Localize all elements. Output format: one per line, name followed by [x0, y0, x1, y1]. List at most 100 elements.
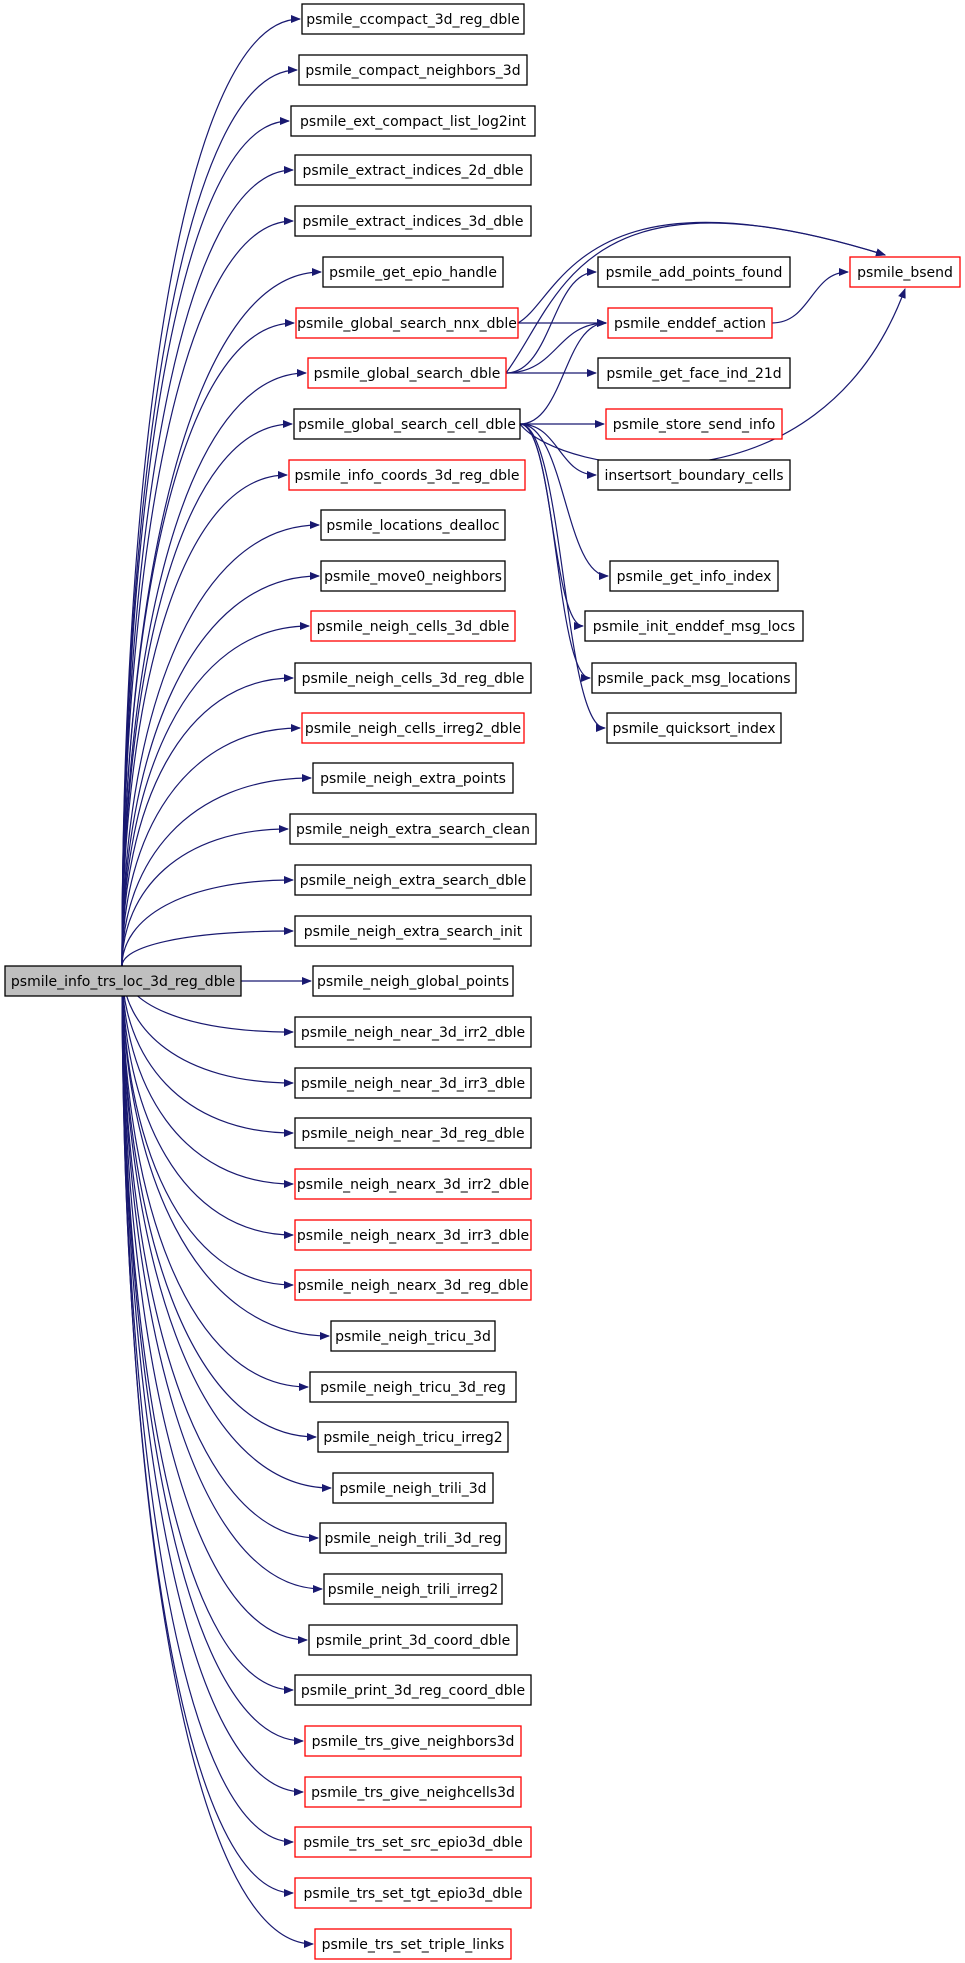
node-c7[interactable]: psmile_get_info_index	[609, 560, 779, 592]
node-n37[interactable]: psmile_trs_set_src_epio3d_dble	[294, 1826, 532, 1858]
node-box	[609, 560, 779, 592]
node-label: psmile_neigh_extra_points	[320, 771, 506, 787]
node-n16[interactable]: psmile_neigh_extra_points	[312, 762, 514, 794]
edge-n8-to-c3	[505, 319, 607, 374]
node-label: psmile_info_coords_3d_reg_dble	[294, 468, 519, 484]
node-c6[interactable]: insertsort_boundary_cells	[597, 459, 791, 491]
node-box	[295, 307, 519, 339]
node-n13[interactable]: psmile_neigh_cells_3d_dble	[310, 610, 516, 642]
node-c2[interactable]: psmile_add_points_found	[597, 256, 791, 288]
node-n10[interactable]: psmile_info_coords_3d_reg_dble	[288, 459, 526, 491]
node-n9[interactable]: psmile_global_search_cell_dble	[293, 408, 521, 440]
node-n5[interactable]: psmile_extract_indices_3d_dble	[294, 205, 532, 237]
node-label: psmile_neigh_trili_3d_reg	[324, 1531, 501, 1547]
node-label: psmile_global_search_cell_dble	[298, 417, 516, 433]
node-box	[304, 1725, 522, 1757]
node-label: psmile_print_3d_reg_coord_dble	[301, 1683, 525, 1699]
node-c8[interactable]: psmile_init_enddef_msg_locs	[584, 610, 804, 642]
node-n20[interactable]: psmile_neigh_global_points	[312, 965, 514, 997]
node-n22[interactable]: psmile_neigh_near_3d_irr3_dble	[294, 1067, 532, 1099]
node-n38[interactable]: psmile_trs_set_tgt_epio3d_dble	[294, 1877, 532, 1909]
node-n17[interactable]: psmile_neigh_extra_search_clean	[289, 813, 537, 845]
node-box	[317, 1421, 509, 1453]
node-n36[interactable]: psmile_trs_give_neighcells3d	[304, 1776, 522, 1808]
node-n15[interactable]: psmile_neigh_cells_irreg2_dble	[301, 712, 525, 744]
node-label: psmile_trs_set_triple_links	[322, 1937, 505, 1953]
node-box	[310, 610, 516, 642]
node-n8[interactable]: psmile_global_search_dble	[307, 357, 507, 389]
edge-root-to-n25	[121, 965, 294, 1239]
edge-root-to-n27	[121, 965, 330, 1340]
node-n19[interactable]: psmile_neigh_extra_search_init	[294, 915, 532, 947]
edge-c3-to-c1	[771, 268, 849, 324]
edge-root-to-n38	[121, 965, 294, 1897]
node-n7[interactable]: psmile_global_search_nnx_dble	[295, 307, 519, 339]
node-box	[294, 1067, 532, 1099]
edge-root-to-n15	[121, 724, 301, 967]
node-box	[309, 1371, 517, 1403]
node-box	[294, 915, 532, 947]
node-label: psmile_bsend	[857, 265, 953, 281]
edge-root-to-n9	[121, 420, 293, 967]
node-label: psmile_neigh_tricu_3d	[335, 1329, 491, 1345]
node-box	[294, 154, 532, 186]
node-n21[interactable]: psmile_neigh_near_3d_irr2_dble	[294, 1016, 532, 1048]
node-label: psmile_neigh_tricu_irreg2	[323, 1430, 502, 1446]
node-label: psmile_init_enddef_msg_locs	[593, 619, 795, 635]
node-n12[interactable]: psmile_move0_neighbors	[320, 560, 506, 592]
node-n4[interactable]: psmile_extract_indices_2d_dble	[294, 154, 532, 186]
node-label: psmile_trs_give_neighbors3d	[312, 1734, 515, 1750]
edge-root-to-n28	[121, 965, 309, 1391]
node-n6[interactable]: psmile_get_epio_handle	[322, 256, 504, 288]
edge-root-to-n4	[121, 166, 294, 967]
edge-root-to-n24	[121, 965, 294, 1188]
node-n3[interactable]: psmile_ext_compact_list_log2int	[290, 105, 536, 137]
node-box	[330, 1320, 496, 1352]
node-n34[interactable]: psmile_print_3d_reg_coord_dble	[294, 1674, 532, 1706]
node-label: psmile_neigh_nearx_3d_reg_dble	[297, 1278, 528, 1294]
node-n28[interactable]: psmile_neigh_tricu_3d_reg	[309, 1371, 517, 1403]
node-c5[interactable]: psmile_store_send_info	[605, 408, 783, 440]
node-n35[interactable]: psmile_trs_give_neighbors3d	[304, 1725, 522, 1757]
node-c10[interactable]: psmile_quicksort_index	[606, 712, 782, 744]
node-box	[301, 712, 525, 744]
node-n2[interactable]: psmile_compact_neighbors_3d	[298, 54, 528, 86]
node-box	[605, 408, 783, 440]
node-box	[294, 205, 532, 237]
node-box	[597, 459, 791, 491]
node-n14[interactable]: psmile_neigh_cells_3d_reg_dble	[294, 662, 532, 694]
node-box	[294, 1016, 532, 1048]
edge-root-to-n30	[121, 965, 332, 1492]
node-n29[interactable]: psmile_neigh_tricu_irreg2	[317, 1421, 509, 1453]
node-label: psmile_neigh_cells_3d_dble	[317, 619, 510, 635]
node-label: psmile_locations_dealloc	[326, 518, 499, 534]
node-n27[interactable]: psmile_neigh_tricu_3d	[330, 1320, 496, 1352]
node-n25[interactable]: psmile_neigh_nearx_3d_irr3_dble	[294, 1219, 532, 1251]
edge-root-to-n29	[121, 965, 317, 1441]
node-n24[interactable]: psmile_neigh_nearx_3d_irr2_dble	[294, 1168, 532, 1200]
node-n33[interactable]: psmile_print_3d_coord_dble	[308, 1624, 518, 1656]
edge-root-to-n39	[121, 965, 314, 1948]
edge-root-to-n3	[121, 117, 290, 967]
node-box	[323, 1573, 503, 1605]
node-n30[interactable]: psmile_neigh_trili_3d	[332, 1472, 494, 1504]
node-n1[interactable]: psmile_ccompact_3d_reg_dble	[301, 3, 525, 35]
node-n11[interactable]: psmile_locations_dealloc	[320, 509, 506, 541]
node-box	[597, 256, 791, 288]
edge-root-to-n12	[121, 572, 320, 967]
node-c1[interactable]: psmile_bsend	[849, 256, 961, 288]
node-label: psmile_neigh_tricu_3d_reg	[320, 1380, 506, 1396]
node-c4[interactable]: psmile_get_face_ind_21d	[597, 357, 791, 389]
edge-n9-to-c3	[519, 319, 607, 425]
node-n32[interactable]: psmile_neigh_trili_irreg2	[323, 1573, 503, 1605]
node-c9[interactable]: psmile_pack_msg_locations	[591, 662, 797, 694]
node-n26[interactable]: psmile_neigh_nearx_3d_reg_dble	[294, 1269, 532, 1301]
node-n18[interactable]: psmile_neigh_extra_search_dble	[294, 864, 532, 896]
node-label: psmile_neigh_trili_3d	[339, 1481, 486, 1497]
node-c3[interactable]: psmile_enddef_action	[607, 307, 773, 339]
edge-n8-to-c1	[505, 222, 886, 374]
node-n31[interactable]: psmile_neigh_trili_3d_reg	[319, 1522, 507, 1554]
node-box	[322, 256, 504, 288]
node-n23[interactable]: psmile_neigh_near_3d_reg_dble	[294, 1117, 532, 1149]
node-n39[interactable]: psmile_trs_set_triple_links	[314, 1928, 512, 1960]
